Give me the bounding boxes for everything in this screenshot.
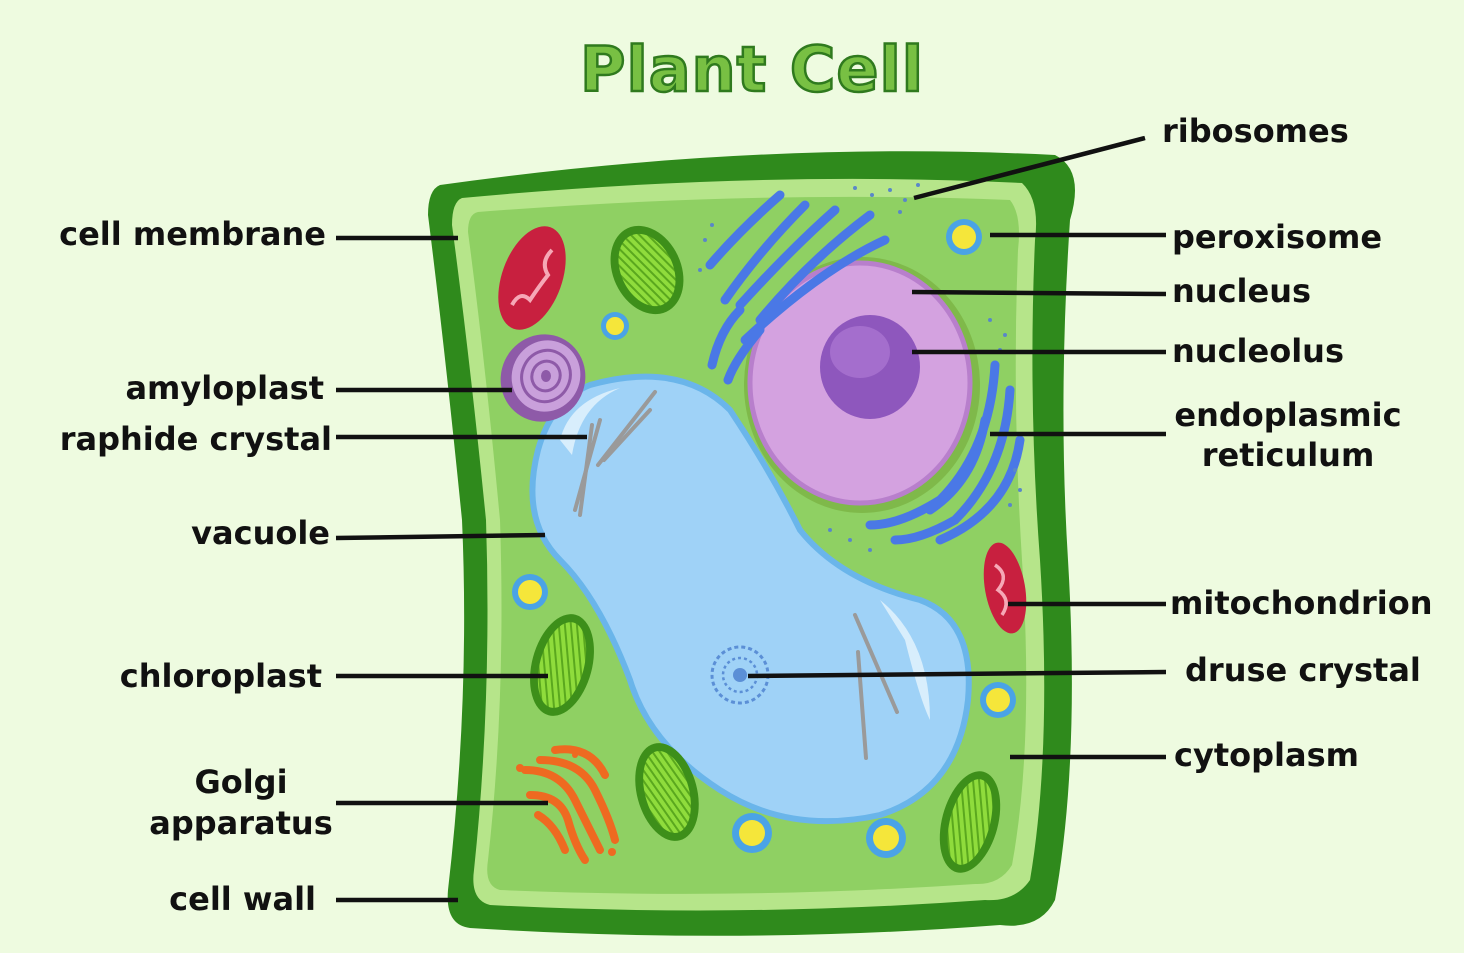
leader-druse-crystal bbox=[747, 669, 1167, 679]
label-amyloplast: amyloplast bbox=[125, 369, 324, 407]
peroxisome-group bbox=[512, 219, 1016, 858]
label-cell-membrane: cell membrane bbox=[59, 215, 326, 253]
label-druse-crystal: druse crystal bbox=[1185, 651, 1421, 689]
label-cell-wall: cell wall bbox=[169, 880, 316, 918]
label-er-line1: endoplasmic bbox=[1174, 396, 1401, 434]
diagram-title: Plant Cell bbox=[580, 33, 924, 106]
golgi-apparatus-shape bbox=[516, 745, 619, 864]
raphide-crystal-upper bbox=[573, 390, 657, 517]
nucleolus-highlight bbox=[830, 326, 890, 378]
raphide-crystal-lower bbox=[853, 613, 899, 760]
label-vacuole: vacuole bbox=[191, 514, 330, 552]
label-golgi-line2: apparatus bbox=[149, 804, 333, 842]
chloroplast-left bbox=[530, 614, 594, 716]
endoplasmic-reticulum-upper bbox=[705, 190, 890, 385]
label-nucleolus: nucleolus bbox=[1172, 332, 1344, 370]
leader-nucleus bbox=[911, 289, 1167, 297]
leader-ribosomes bbox=[913, 135, 1146, 201]
chloroplast-bottom bbox=[635, 743, 699, 841]
endoplasmic-reticulum-right bbox=[865, 360, 1025, 545]
label-peroxisome: peroxisome bbox=[1172, 218, 1382, 256]
leader-vacuole bbox=[335, 532, 546, 541]
label-raphide-crystal: raphide crystal bbox=[60, 420, 332, 458]
mitochondrion-lower bbox=[983, 542, 1027, 634]
label-mitochondrion: mitochondrion bbox=[1170, 584, 1433, 622]
ribosome-dots bbox=[698, 183, 1022, 552]
label-er-line2: reticulum bbox=[1202, 436, 1375, 474]
label-chloroplast: chloroplast bbox=[120, 657, 322, 695]
label-cytoplasm: cytoplasm bbox=[1174, 736, 1359, 774]
chloroplast-upper-left bbox=[610, 225, 684, 315]
label-ribosomes: ribosomes bbox=[1162, 112, 1349, 150]
chloroplast-bottom-right bbox=[939, 771, 1001, 873]
label-golgi-line1: Golgi bbox=[194, 763, 287, 801]
vacuole-highlight-2 bbox=[880, 600, 930, 720]
mitochondrion-upper bbox=[498, 226, 566, 330]
amyloplast-shape bbox=[500, 334, 586, 422]
vacuole-shape bbox=[529, 373, 972, 825]
label-nucleus: nucleus bbox=[1172, 272, 1311, 310]
